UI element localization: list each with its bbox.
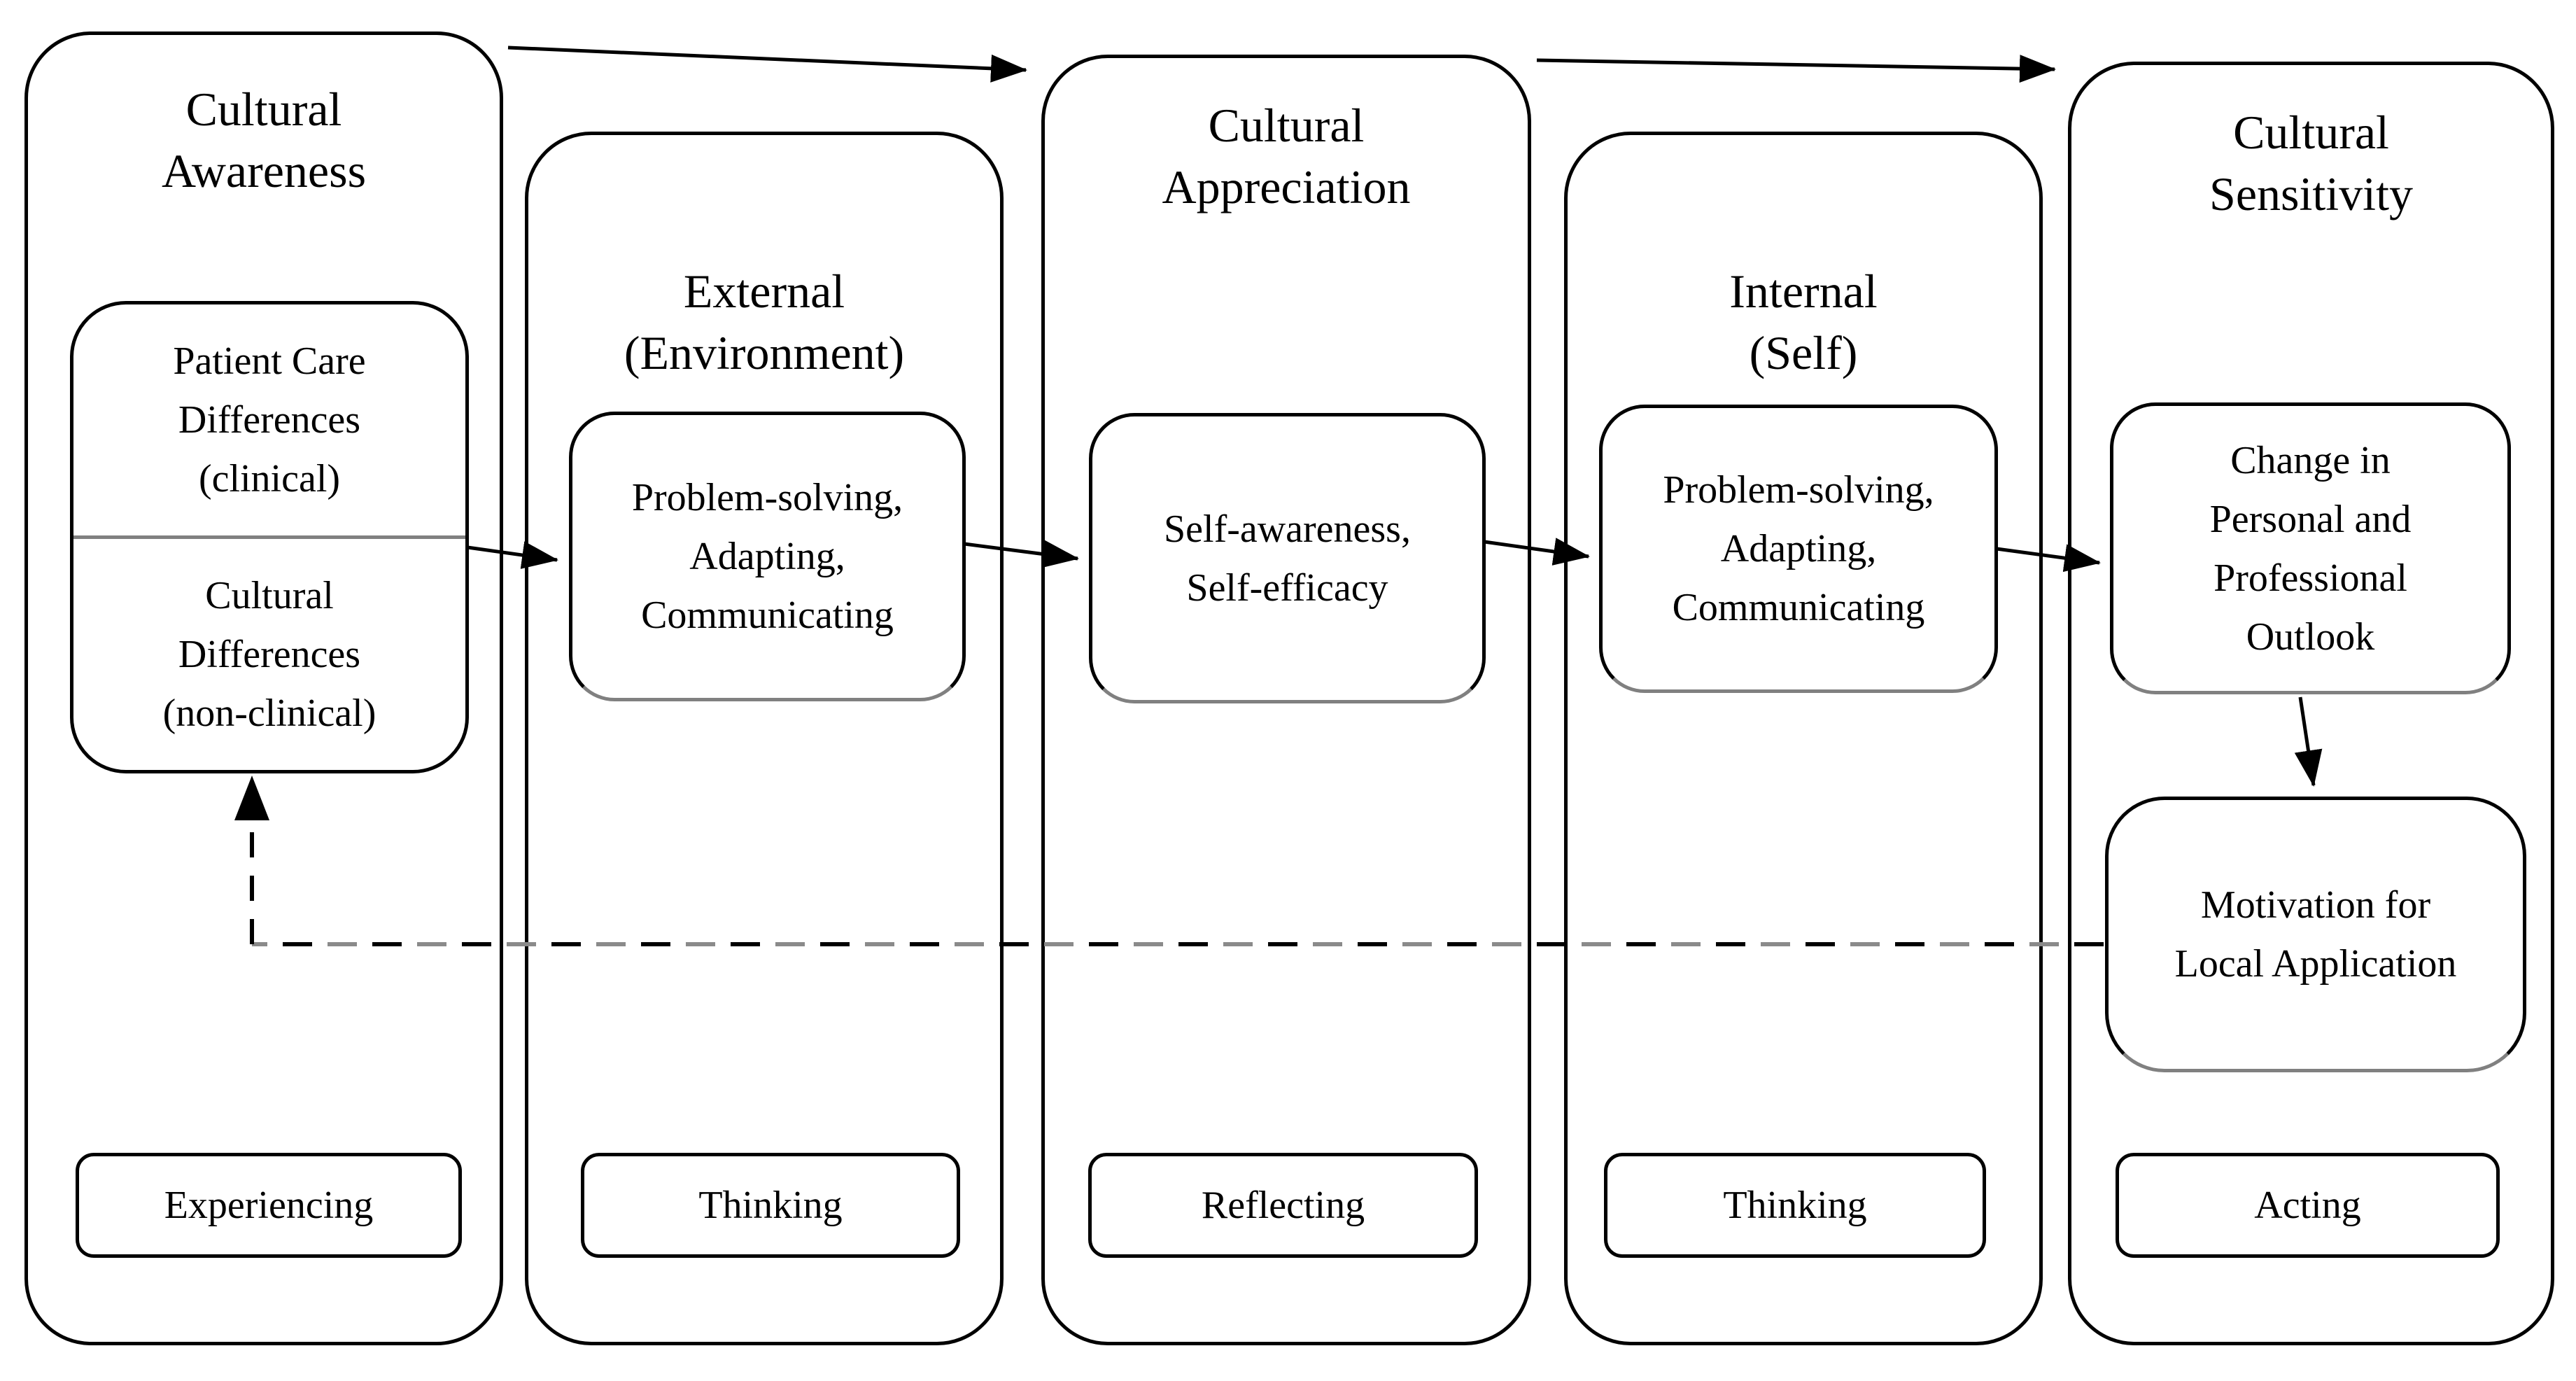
stage-label-experiencing: Experiencing [76,1153,462,1258]
box-change-in-outlook: Change in Personal and Professional Outl… [2110,402,2511,694]
stage-label-acting: Acting [2116,1153,2500,1258]
box-internal-problem-solving: Problem-solving, Adapting, Communicating [1599,405,1998,693]
stage-label-thinking-external: Thinking [581,1153,960,1258]
box-self-awareness-self-efficacy: Self-awareness, Self-efficacy [1089,413,1486,703]
arrow-appreciation-to-sensitivity [1536,55,2056,83]
title-cultural-sensitivity: Cultural Sensitivity [2209,106,2413,221]
box-motivation-local-application: Motivation for Local Application [2105,797,2526,1072]
column-cultural-awareness [24,31,503,1345]
column-internal-self [1564,132,2043,1345]
stage-label-thinking-internal: Thinking [1604,1153,1986,1258]
column-cultural-sensitivity [2068,62,2554,1345]
box-cultural-differences-nonclinical: Cultural Differences (non-clinical) [73,535,465,770]
box-awareness-differences: Patient Care Differences (clinical) Cult… [70,301,469,773]
box-patient-care-differences-clinical: Patient Care Differences (clinical) [173,339,366,500]
title-cultural-appreciation: Cultural Appreciation [1162,99,1411,214]
box-external-problem-solving: Problem-solving, Adapting, Communicating [569,412,966,701]
stage-label-reflecting: Reflecting [1088,1153,1478,1258]
arrow-awareness-to-appreciation [507,45,1027,83]
title-external-environment: External (Environment) [624,265,905,380]
title-internal-self: Internal (Self) [1729,265,1878,380]
column-cultural-appreciation [1041,55,1531,1345]
title-cultural-awareness: Cultural Awareness [161,83,367,198]
column-external-environment [525,132,1004,1345]
